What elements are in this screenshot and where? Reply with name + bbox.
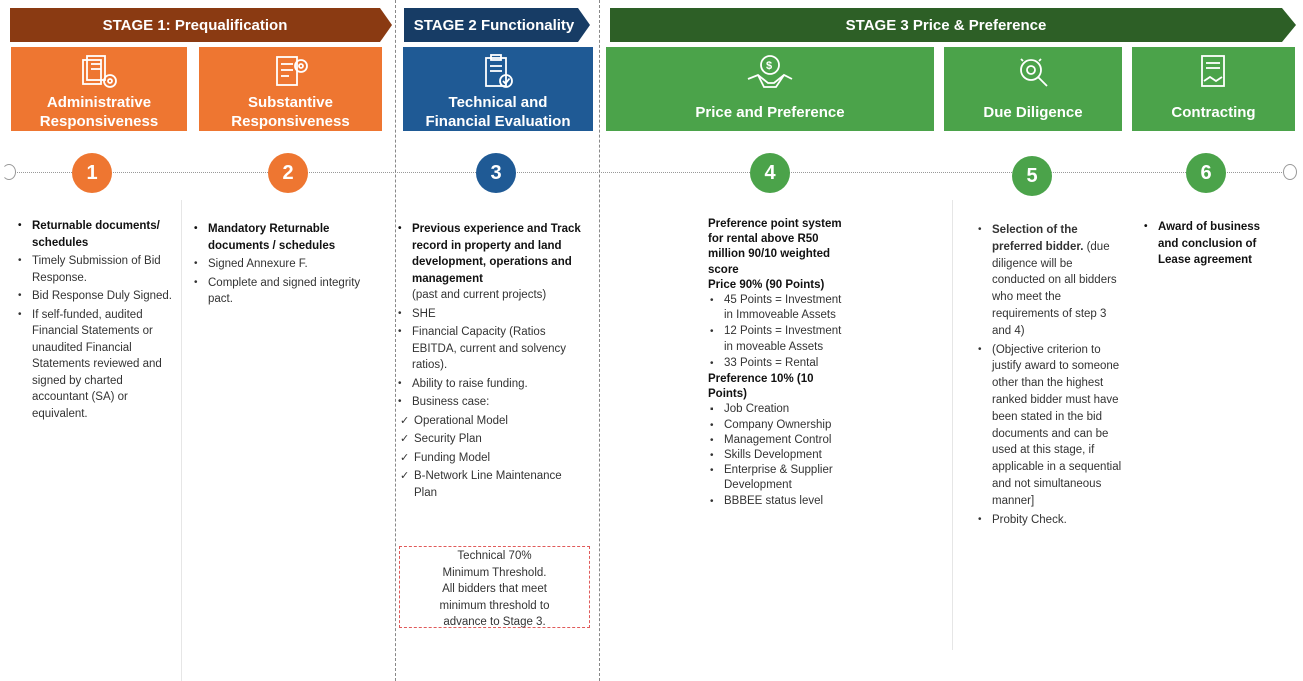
check-item: Security Plan [398,431,586,448]
list-item: Signed Annexure F. [192,256,382,273]
step-box-technical: Technical and Financial Evaluation [403,47,593,131]
step-number-1: 1 [72,153,112,193]
column-substantive: Mandatory Returnable documents / schedul… [192,221,382,310]
step-number-3: 3 [476,153,516,193]
list-item: Bid Response Duly Signed. [16,288,176,305]
list-item: Timely Submission of Bid Response. [16,253,176,286]
step-number-6: 6 [1186,153,1226,193]
stage3-banner: STAGE 3 Price & Preference [845,16,1047,34]
step-title: Substantive Responsiveness [231,94,350,130]
column-divider [181,200,182,681]
step-number-2: 2 [268,153,308,193]
svg-text:$: $ [766,60,772,72]
column-technical: Previous experience and Track record in … [396,221,586,503]
column-divider [952,200,953,650]
step-box-due-diligence: Due Diligence [944,47,1122,131]
step-box-price: $ Price and Preference [606,47,934,131]
column-price-preference: Preference point system for rental above… [708,217,848,509]
step-number-4: 4 [750,153,790,193]
documents-gear-icon [82,55,117,88]
step-box-contracting: Contracting [1132,47,1295,131]
threshold-note: Technical 70% Minimum Threshold. All bid… [399,546,590,628]
stage2-banner-shape [404,8,590,42]
list-item: Management Control [708,433,848,448]
list-item: (Objective criterion to justify award to… [976,342,1126,510]
list-item: SHE [396,306,586,323]
list-item: Ability to raise funding. [396,376,586,393]
timeline-line [10,172,1290,173]
stage-divider-2 [599,0,600,681]
timeline-start-cap [2,164,16,180]
list-item: Business case: [396,394,586,411]
handshake-money-icon: $ [747,55,793,88]
document-gear-icon [275,56,308,86]
clipboard-check-icon [485,54,513,88]
timeline-end-cap [1283,164,1297,180]
step-title: Contracting [1171,104,1256,121]
list-item: Job Creation [708,402,848,417]
preference-subheading: Preference 10% (10 Points) [708,373,814,401]
column-due-diligence: Selection of the preferred bidder. (due … [976,222,1126,530]
step-title: Technical and Financial Evaluation [425,94,571,130]
list-item: Company Ownership [708,418,848,433]
list-item: Enterprise & Supplier Development [708,463,848,493]
step-title: Administrative Responsiveness [39,94,159,130]
list-item: Complete and signed integrity pact. [192,275,382,308]
column-administrative: Returnable documents/ schedules Timely S… [16,218,176,424]
step-title: Price and Preference [695,104,845,121]
check-item: Operational Model [398,413,586,430]
column-contracting: Award of business and conclusion of Leas… [1142,219,1277,271]
list-item: Financial Capacity (Ratios EBITDA, curre… [396,324,586,374]
check-item: Funding Model [398,450,586,467]
step-number-5: 5 [1012,156,1052,196]
stage2-banner: STAGE 2 Functionality [413,16,575,34]
magnifier-gear-icon [1020,58,1048,87]
list-item: Mandatory Returnable documents / schedul… [192,221,382,254]
step-box-substantive: Substantive Responsiveness [199,47,382,131]
list-item: Award of business and conclusion of Leas… [1142,219,1277,269]
price-heading: Price 90% (90 Points) [708,278,825,291]
list-item: Selection of the preferred bidder. (due … [976,222,1126,340]
stage1-banner-shape [10,8,392,42]
list-item: Skills Development [708,448,848,463]
list-item: 45 Points = Investment in Immoveable Ass… [708,293,848,323]
stage1-banner: STAGE 1: Prequalification [102,16,288,34]
selection-rest: (due diligence will be conducted on all … [992,240,1117,337]
check-item: B-Network Line Maintenance Plan [398,468,586,501]
list-item: 33 Points = Rental [708,356,848,371]
step-box-administrative: Administrative Responsiveness [11,47,187,131]
contract-handshake-icon [1200,55,1225,87]
list-item: BBBEE status level [708,494,848,509]
list-item: If self-funded, audited Financial Statem… [16,307,176,423]
list-item: Returnable documents/ schedules [16,218,176,251]
step-title: Due Diligence [983,104,1083,121]
list-item: 12 Points = Investment in moveable Asset… [708,324,848,354]
list-item: Probity Check. [976,512,1126,529]
stage3-banner-shape [610,8,1296,42]
preference-heading: Preference point system for rental above… [708,218,842,276]
selection-bold: Selection of the preferred bidder. [992,224,1084,253]
list-item: (past and current projects) [412,289,547,301]
list-item: Previous experience and Track record in … [396,221,586,287]
